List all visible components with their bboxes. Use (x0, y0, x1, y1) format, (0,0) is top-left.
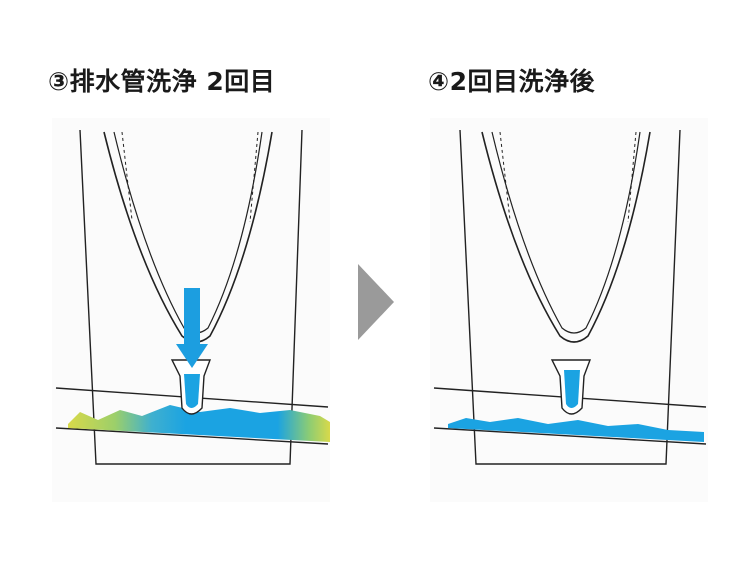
washer-body-outline (459, 129, 681, 465)
washer-cross-section-left (52, 118, 330, 502)
drum-outline-outer (481, 131, 651, 343)
down-arrow-icon (176, 288, 208, 368)
floor-line-lower (433, 427, 707, 445)
drum-dashed-left (499, 131, 511, 221)
floor-line-lower (55, 427, 329, 445)
dirty-water (68, 405, 330, 442)
washer-cross-section-right (430, 118, 708, 502)
drum-outline-inner (491, 131, 641, 334)
clean-water (448, 418, 704, 442)
washer-body-outline (79, 129, 303, 465)
play-triangle-icon (358, 264, 394, 340)
step-caption-right: ④2回目洗浄後 (428, 67, 596, 96)
drain-water (564, 370, 580, 408)
step-caption-left: ③排水管洗浄 2回目 (48, 67, 276, 96)
drum-dashed-left (121, 131, 133, 221)
drain-water (184, 374, 200, 408)
